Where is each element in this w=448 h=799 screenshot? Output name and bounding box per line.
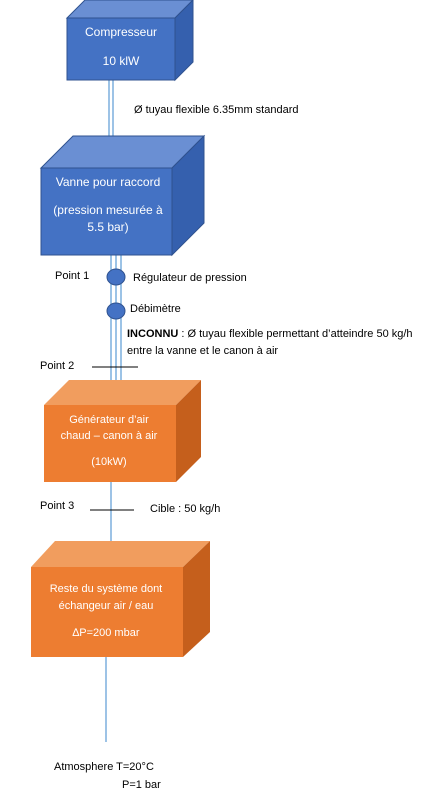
generator-label-line2: chaud – canon à air <box>61 430 158 442</box>
unknown-description: : Ø tuyau flexible permettant d’atteindr… <box>178 328 412 340</box>
rest-system-box: Reste du système dont échangeur air / ea… <box>31 541 210 657</box>
unknown-keyword: INCONNU <box>127 328 178 340</box>
rest-system-box-side <box>183 541 210 657</box>
point1-label: Point 1 <box>55 270 89 282</box>
valve-box: Vanne pour raccord (pression mesurée à 5… <box>39 134 206 257</box>
valve-box-front <box>40 167 173 256</box>
pressure-regulator-node <box>106 268 126 286</box>
atmosphere-label: Atmosphere T=20°C <box>54 761 154 773</box>
rest-system-label-line1: Reste du système dont <box>50 583 163 595</box>
generator-box-front <box>44 405 176 482</box>
generator-box-side <box>176 380 201 482</box>
rest-system-box-top <box>31 541 210 567</box>
rest-system-pressure-drop: ∆P=200 mbar <box>73 627 140 639</box>
point2-label: Point 2 <box>40 360 74 372</box>
compressor-box-front <box>66 17 176 81</box>
compressor-label: Compresseur <box>85 25 157 39</box>
compressor-box-top <box>65 0 194 19</box>
generator-power: (10kW) <box>91 456 126 468</box>
flowmeter-node <box>106 302 126 320</box>
unknown-hose-label: INCONNU : Ø tuyau flexible permettant d’… <box>127 328 413 340</box>
compressor-power: 10 klW <box>103 54 140 68</box>
generator-box-top <box>44 380 201 405</box>
generator-label-line1: Générateur d’air <box>69 414 149 426</box>
compressor-box: Compresseur 10 klW <box>65 0 194 82</box>
pressure-regulator-label: Régulateur de pression <box>133 272 247 284</box>
flowmeter-label: Débimètre <box>130 303 181 315</box>
rest-system-label-line2: échangeur air / eau <box>59 600 154 612</box>
unknown-hose-label-line2: entre la vanne et le canon à air <box>127 345 278 357</box>
generator-box: Générateur d’air chaud – canon à air (10… <box>44 380 201 482</box>
valve-pressure-line1: (pression mesurée à <box>53 203 163 217</box>
hose-standard-label: Ø tuyau flexible 6.35mm standard <box>134 104 298 116</box>
valve-pressure-line2: 5.5 bar) <box>87 220 128 234</box>
rest-system-box-front <box>31 567 183 657</box>
atmosphere-pressure-label: P=1 bar <box>122 779 161 791</box>
valve-label: Vanne pour raccord <box>56 175 161 189</box>
target-flow-label: Cible : 50 kg/h <box>150 503 220 515</box>
point3-label: Point 3 <box>40 500 74 512</box>
